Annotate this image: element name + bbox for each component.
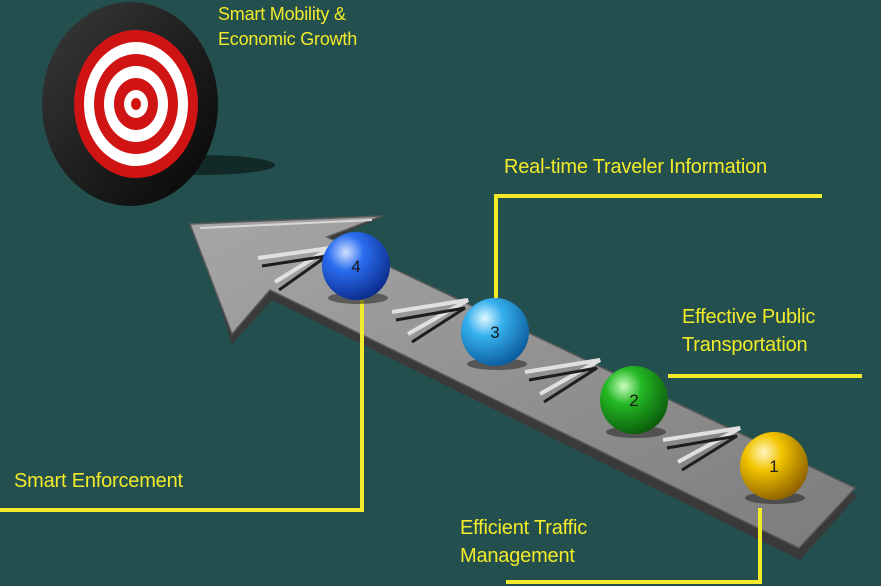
step-label-1-line-2: Management: [460, 545, 575, 567]
goal-title-line-2: Economic Growth: [218, 29, 358, 49]
step-label-1-line-1: Efficient Traffic: [460, 517, 588, 539]
goal-title: Smart Mobility & Economic Growth: [218, 2, 357, 52]
step-label-4: Smart Enforcement: [14, 467, 183, 495]
step-number-3: 3: [490, 323, 499, 342]
step-marker-1: 1: [740, 432, 808, 504]
step-label-2-line-1: Effective Public: [682, 306, 816, 328]
step-label-4-line-1: Smart Enforcement: [14, 470, 183, 492]
connector-step-4: [0, 300, 364, 512]
step-number-4: 4: [351, 257, 360, 276]
target-icon: [42, 2, 275, 206]
step-marker-3: 3: [461, 298, 529, 370]
step-label-1: Efficient Traffic Management: [460, 514, 587, 570]
connector-step-1: [506, 508, 762, 584]
step-label-3: Real-time Traveler Information: [504, 153, 767, 181]
connector-step-3: [494, 194, 822, 298]
step-label-2: Effective Public Transportation: [682, 303, 815, 359]
step-label-2-line-2: Transportation: [682, 334, 808, 356]
goal-title-line-1: Smart Mobility &: [218, 4, 346, 24]
step-marker-2: 2: [600, 366, 668, 438]
step-marker-4: 4: [322, 232, 390, 304]
step-label-3-line-1: Real-time Traveler Information: [504, 156, 767, 178]
step-number-1: 1: [769, 457, 778, 476]
step-number-2: 2: [629, 391, 638, 410]
connector-lines: [0, 194, 862, 584]
